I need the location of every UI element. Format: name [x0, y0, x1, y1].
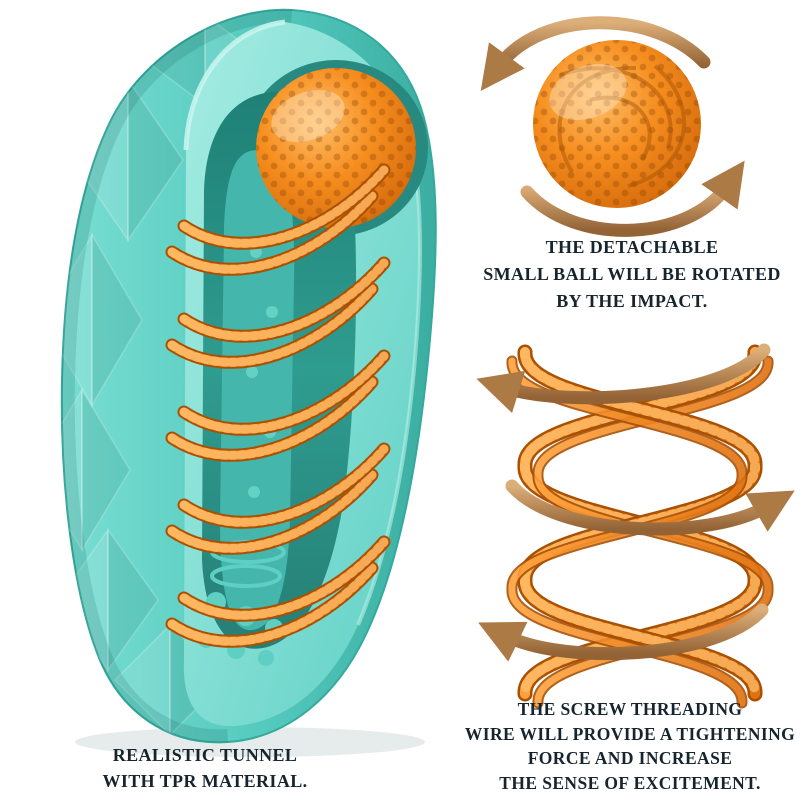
rotation-arrows [480, 16, 745, 237]
device-cutaway-illustration [60, 8, 437, 757]
screw-caption: THE SCREW THREADING WIRE WILL PROVIDE A … [430, 697, 800, 795]
device-ball [256, 68, 416, 228]
ball-caption: THE DETACHABLE SMALL BALL WILL BE ROTATE… [452, 234, 800, 315]
caption-line: REALISTIC TUNNEL [112, 745, 298, 765]
caption-line: THE DETACHABLE [545, 237, 719, 257]
tightening-arrows [476, 343, 795, 662]
caption-line: FORCE AND INCREASE [527, 748, 733, 768]
caption-line: WITH TPR MATERIAL. [102, 771, 308, 791]
caption-line: THE SCREW THREADING [517, 699, 743, 719]
device-threads [165, 163, 391, 648]
dimpled-ball [533, 40, 701, 208]
caption-line: SMALL BALL WILL BE ROTATED [483, 264, 781, 284]
tunnel-caption: REALISTIC TUNNEL WITH TPR MATERIAL. [40, 742, 370, 794]
detachable-ball-illustration [480, 16, 745, 237]
caption-line: WIRE WILL PROVIDE A TIGHTENING [464, 723, 796, 744]
screw-thread-illustration [476, 343, 795, 709]
ground-shadow [75, 727, 425, 757]
caption-line: BY THE IMPACT. [556, 291, 708, 311]
caption-line: THE SENSE OF EXCITEMENT. [499, 772, 761, 793]
